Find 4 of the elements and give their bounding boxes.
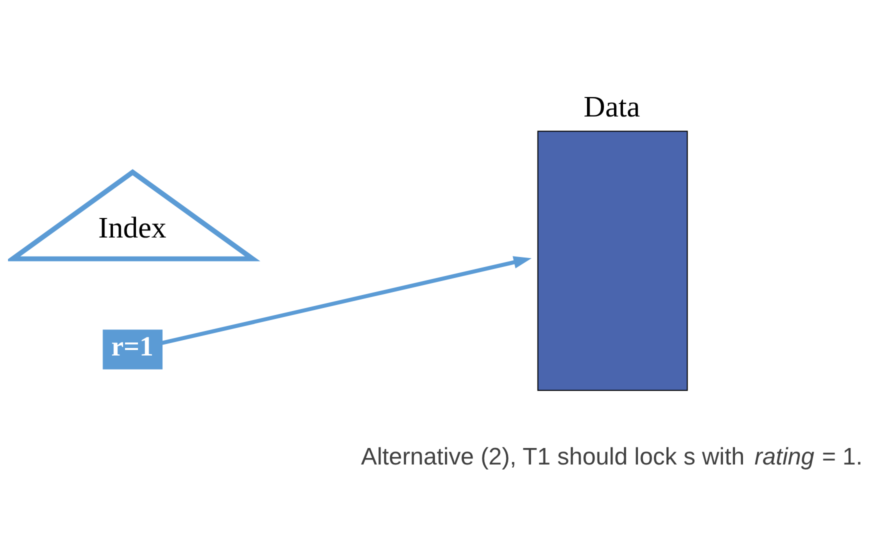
label: Alternative (2), T1 should lock s with rating = 1. [361, 442, 863, 470]
node-label: Data [584, 90, 640, 123]
node-box: r=1 [102, 329, 163, 369]
arrow [162, 256, 532, 344]
